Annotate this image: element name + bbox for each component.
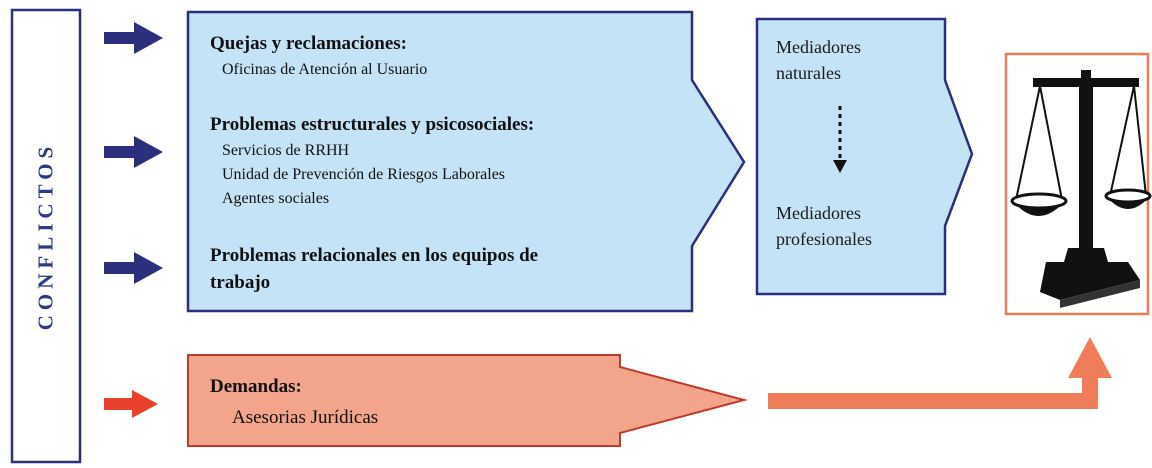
section3-title-line2: trabajo bbox=[210, 272, 271, 293]
section2-item-2: Unidad de Prevención de Riesgos Laborale… bbox=[222, 166, 506, 183]
mediators-bottom-line1: Mediadores bbox=[776, 203, 861, 223]
red-arrow-box bbox=[187, 354, 748, 447]
demandas-item: Asesorias Jurídicas bbox=[232, 407, 379, 428]
red-arrow bbox=[104, 390, 158, 418]
conflictos-box bbox=[10, 8, 82, 464]
dotted-arrow-head bbox=[833, 160, 847, 173]
section2-item-1: Servicios de RRHH bbox=[222, 142, 350, 159]
section1-item-1: Oficinas de Atención al Usuario bbox=[222, 61, 428, 78]
conflictos-label-box: CONFLICTOS bbox=[12, 10, 80, 462]
blue-arrow-box bbox=[186, 10, 746, 313]
section2-title: Problemas estructurales y psicosociales: bbox=[210, 114, 535, 135]
mediators-top-line2: naturales bbox=[776, 63, 841, 83]
section3-title-line1: Problemas relacionales en los equipos de bbox=[210, 245, 539, 266]
section1-title: Quejas y reclamaciones: bbox=[210, 33, 407, 54]
scales-of-justice-icon bbox=[1010, 70, 1152, 308]
navy-arrow-2 bbox=[104, 136, 163, 168]
mediators-bottom-line2: profesionales bbox=[776, 229, 872, 249]
navy-arrow-1 bbox=[104, 22, 163, 54]
conflictos-label: CONFLICTOS bbox=[33, 141, 58, 331]
orange-elbow-arrow bbox=[768, 337, 1112, 409]
section2-item-3: Agentes sociales bbox=[222, 190, 330, 207]
navy-arrow-3 bbox=[104, 252, 163, 284]
mediators-arrow-box bbox=[755, 17, 974, 296]
mediators-top-line1: Mediadores bbox=[776, 37, 861, 57]
demandas-title: Demandas: bbox=[210, 376, 302, 397]
